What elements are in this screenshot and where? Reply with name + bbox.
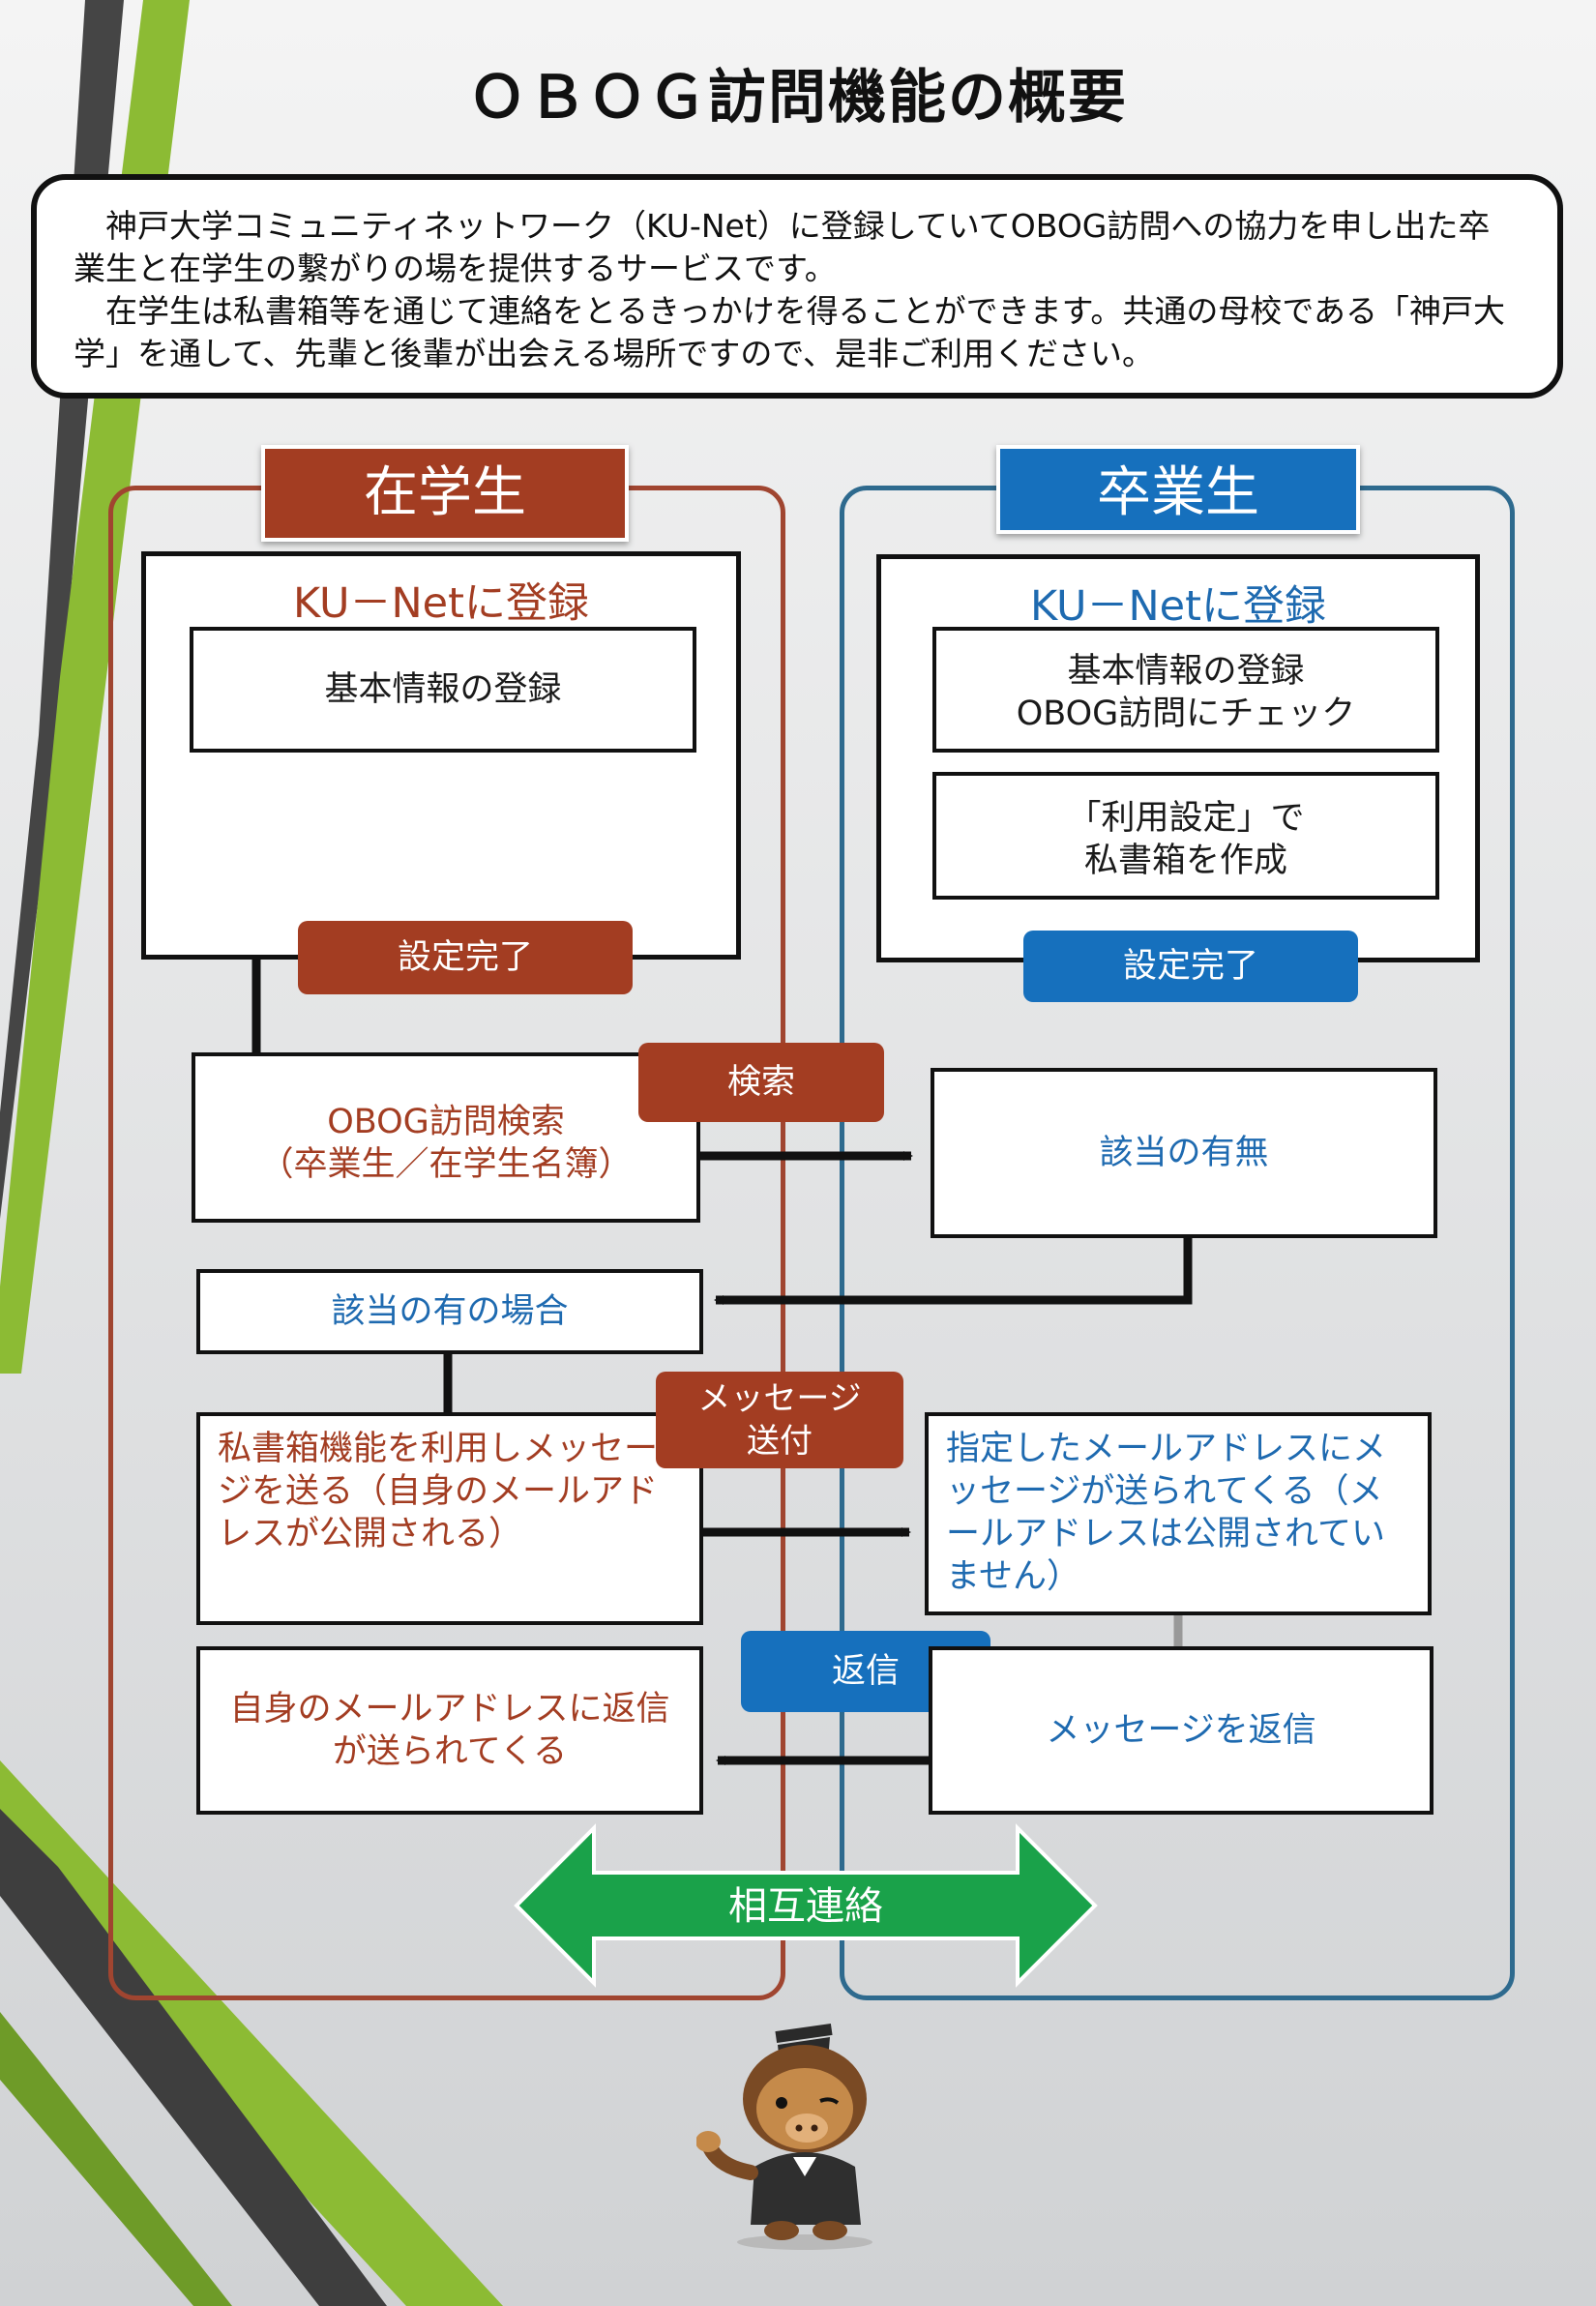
search-action-label: 検索 xyxy=(726,1063,795,1102)
alumni-usage-line2: 私書箱を作成 xyxy=(1083,842,1287,880)
reply-received-label: 自身のメールアドレスに返信が送られてくる xyxy=(229,1690,670,1771)
alumni-obog-check-line: OBOG訪問にチェック xyxy=(1016,695,1356,733)
if-match-label: 該当の有の場合 xyxy=(331,1292,569,1331)
student-header: 在学生 xyxy=(261,445,629,542)
alumni-setup-done-tag: 設定完了 xyxy=(1023,931,1358,1002)
obog-search-subtitle: （卒業生／在学生名簿） xyxy=(259,1145,633,1184)
message-received-box: 指定したメールアドレスにメッセージが送られてくる（メールアドレスは公開されていま… xyxy=(925,1412,1432,1615)
alumni-basic-info-box: 基本情報の登録 OBOG訪問にチェック xyxy=(932,627,1439,753)
student-register-title: KU－Netに登録 xyxy=(293,579,589,628)
search-action-tag: 検索 xyxy=(638,1043,884,1122)
arrow-match-to-student xyxy=(714,1238,1193,1305)
send-message-action-line1: メッセージ xyxy=(697,1379,862,1418)
mutual-contact-arrow xyxy=(514,1823,1098,1988)
mutual-contact-label: 相互連絡 xyxy=(728,1884,883,1929)
match-result-box: 該当の有無 xyxy=(931,1068,1437,1238)
reply-message-label: メッセージを返信 xyxy=(1046,1711,1316,1750)
alumni-register-box: KU－Netに登録 xyxy=(876,554,1480,962)
student-register-box: KU－Netに登録 xyxy=(141,551,741,960)
send-message-action-tag: メッセージ 送付 xyxy=(656,1372,903,1468)
match-result-label: 該当の有無 xyxy=(1099,1134,1269,1172)
alumni-basic-info-line1: 基本情報の登録 xyxy=(1067,652,1305,691)
reply-action-label: 返信 xyxy=(831,1652,900,1691)
reply-received-box: 自身のメールアドレスに返信が送られてくる xyxy=(196,1646,703,1815)
reply-message-box: メッセージを返信 xyxy=(929,1646,1433,1815)
intro-paragraph-1: 神戸大学コミュニティネットワーク（KU-Net）に登録していてOBOG訪問への協… xyxy=(74,207,1491,287)
if-match-box: 該当の有の場合 xyxy=(196,1269,703,1354)
boar-mascot-illustration xyxy=(696,2024,872,2250)
alumni-register-title: KU－Netに登録 xyxy=(1030,582,1326,631)
student-setup-done-tag: 設定完了 xyxy=(298,921,633,994)
intro-paragraph-2: 在学生は私書箱等を通じて連絡をとるきっかけを得ることができます。共通の母校である… xyxy=(74,292,1506,372)
student-basic-info-box: 基本情報の登録 xyxy=(190,627,696,753)
send-message-action-line2: 送付 xyxy=(747,1422,813,1461)
page-title: ＯＢＯＧ訪問機能の概要 xyxy=(468,64,1128,132)
alumni-usage-line1: 「利用設定」で xyxy=(1067,799,1305,838)
student-setup-done-label: 設定完了 xyxy=(397,938,533,977)
alumni-usage-settings-box: 「利用設定」で 私書箱を作成 xyxy=(932,772,1439,900)
student-basic-info-label: 基本情報の登録 xyxy=(324,670,562,709)
alumni-setup-done-label: 設定完了 xyxy=(1122,947,1258,986)
obog-search-title: OBOG訪問検索 xyxy=(327,1103,565,1141)
send-message-box: 私書箱機能を利用しメッセージを送る（自身のメールアドレスが公開される） xyxy=(196,1412,703,1625)
obog-search-box: OBOG訪問検索 （卒業生／在学生名簿） xyxy=(192,1052,700,1223)
intro-box: 神戸大学コミュニティネットワーク（KU-Net）に登録していてOBOG訪問への協… xyxy=(31,174,1563,399)
alumni-header: 卒業生 xyxy=(996,445,1360,534)
